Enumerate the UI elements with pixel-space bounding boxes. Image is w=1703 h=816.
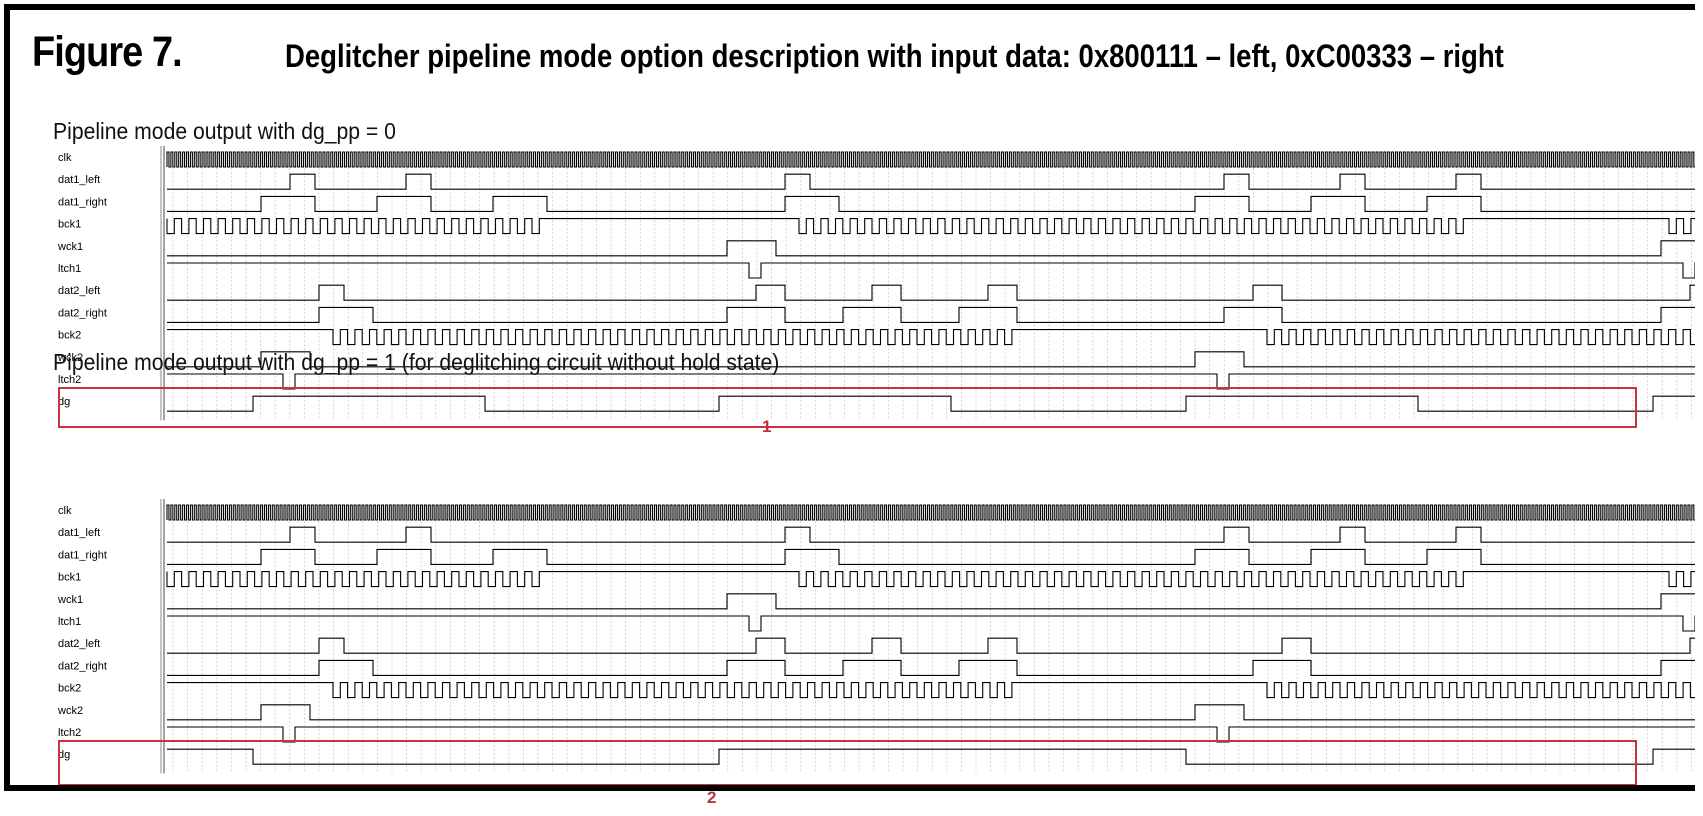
waveform-dat2_right	[167, 659, 1695, 676]
signal-label-dat1_left: dat1_left	[58, 174, 100, 186]
signal-label-wck2: wck2	[57, 705, 83, 717]
waveform-dg	[167, 748, 1695, 765]
signal-label-ltch2: ltch2	[58, 727, 81, 739]
waveform-wck2	[167, 704, 1695, 721]
signal-label-ltch1: ltch1	[58, 263, 81, 275]
waveform-ltch1	[167, 615, 1695, 632]
waveform-dat1_right	[167, 548, 1695, 565]
signal-label-dat2_right: dat2_right	[58, 660, 107, 672]
waveform-clk	[166, 504, 1695, 521]
waveform-bck1	[166, 571, 1695, 588]
signal-label-wck1: wck1	[57, 594, 83, 606]
signal-label-clk: clk	[58, 505, 72, 517]
waveform-bck1	[166, 218, 1695, 235]
waveform-dat2_left	[167, 284, 1695, 301]
signal-label-ltch1: ltch1	[58, 616, 81, 628]
panel-2-waveform: clk dat1_left dat1_right bck1 wck1 ltch1 dat2_…	[57, 499, 1695, 785]
waveform-wck2	[167, 351, 1695, 368]
figure-title: Deglitcher pipeline mode option descript…	[285, 38, 1504, 74]
waveform-wck1	[167, 593, 1695, 610]
waveform-dat1_left	[167, 526, 1695, 543]
waveform-wck1	[167, 240, 1695, 257]
signal-label-bck2: bck2	[58, 330, 81, 342]
signal-label-dat1_right: dat1_right	[58, 196, 107, 208]
figure-frame: Figure 7. Deglitcher pipeline mode optio…	[4, 4, 1695, 791]
signal-label-dg: dg	[58, 396, 70, 408]
waveform-ltch2	[167, 726, 1695, 743]
highlight-box-dg	[58, 740, 1637, 785]
panel-1-title: Pipeline mode output with dg_pp = 0	[53, 118, 396, 144]
waveform-dat2_left	[167, 637, 1695, 654]
waveform-bck2	[167, 682, 1695, 699]
signal-label-dat2_right: dat2_right	[58, 307, 107, 319]
signal-label-clk: clk	[58, 152, 72, 164]
signal-label-bck2: bck2	[58, 683, 81, 695]
waveform-dat1_right	[167, 195, 1695, 212]
signal-label-dat1_right: dat1_right	[58, 549, 107, 561]
panel-2-title: Pipeline mode output with dg_pp = 1 (for…	[53, 349, 780, 375]
signal-label-dg: dg	[58, 749, 70, 761]
signal-label-bck1: bck1	[58, 572, 81, 584]
signal-label-ltch2: ltch2	[58, 374, 81, 386]
signal-label-wck2: wck2	[57, 352, 83, 364]
signal-label-bck1: bck1	[58, 219, 81, 231]
waveform-ltch2	[167, 373, 1695, 390]
callout-label-2: 2	[707, 788, 717, 807]
signal-label-wck1: wck1	[57, 241, 83, 253]
waveform-bck2	[167, 329, 1695, 346]
signal-label-dat2_left: dat2_left	[58, 285, 100, 297]
panel-1-waveform: clk dat1_left dat1_right bck1 wck1 ltch1 dat2_…	[57, 146, 1695, 428]
waveform-dat2_right	[167, 306, 1695, 323]
waveform-dat1_left	[167, 173, 1695, 190]
waveform-ltch1	[167, 262, 1695, 279]
waveform-dg	[167, 395, 1695, 412]
signal-label-dat2_left: dat2_left	[58, 638, 100, 650]
signal-label-dat1_left: dat1_left	[58, 527, 100, 539]
figure-number: Figure 7.	[32, 28, 183, 76]
callout-label-1: 1	[762, 417, 772, 436]
highlight-box-dg	[58, 387, 1637, 428]
waveform-clk	[166, 151, 1695, 168]
